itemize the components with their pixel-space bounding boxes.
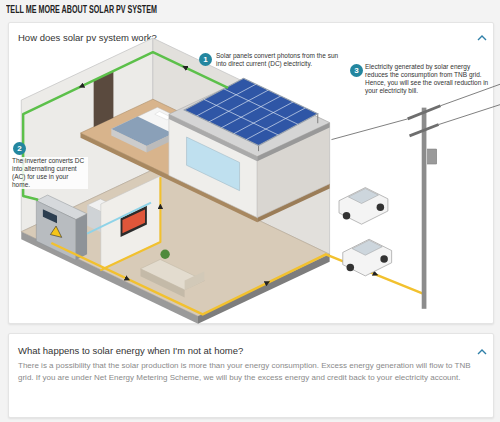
accordion-panel: What happens to solar energy when I'm no… <box>8 333 494 418</box>
panel-heading: What happens to solar energy when I'm no… <box>9 334 493 357</box>
callout-number: 2 <box>13 142 26 155</box>
callout-number: 1 <box>199 53 212 66</box>
panel-body-text: There is a possibility that the solar pr… <box>9 357 493 384</box>
callout-text: Electricity generated by solar energy re… <box>365 63 494 95</box>
callout-text: The inverter converts DC into alternatin… <box>12 157 88 189</box>
callout-number: 3 <box>350 64 363 77</box>
callout-circle: 3 <box>350 64 363 77</box>
panel-heading: How does solar pv system work? <box>9 23 493 44</box>
callout-circle: 2 <box>13 142 26 155</box>
callout-circle: 1 <box>199 53 212 66</box>
page-title: TELL ME MORE ABOUT SOLAR PV SYSTEM <box>6 3 157 15</box>
callout-text: Solar panels convert photons from the su… <box>216 52 344 68</box>
